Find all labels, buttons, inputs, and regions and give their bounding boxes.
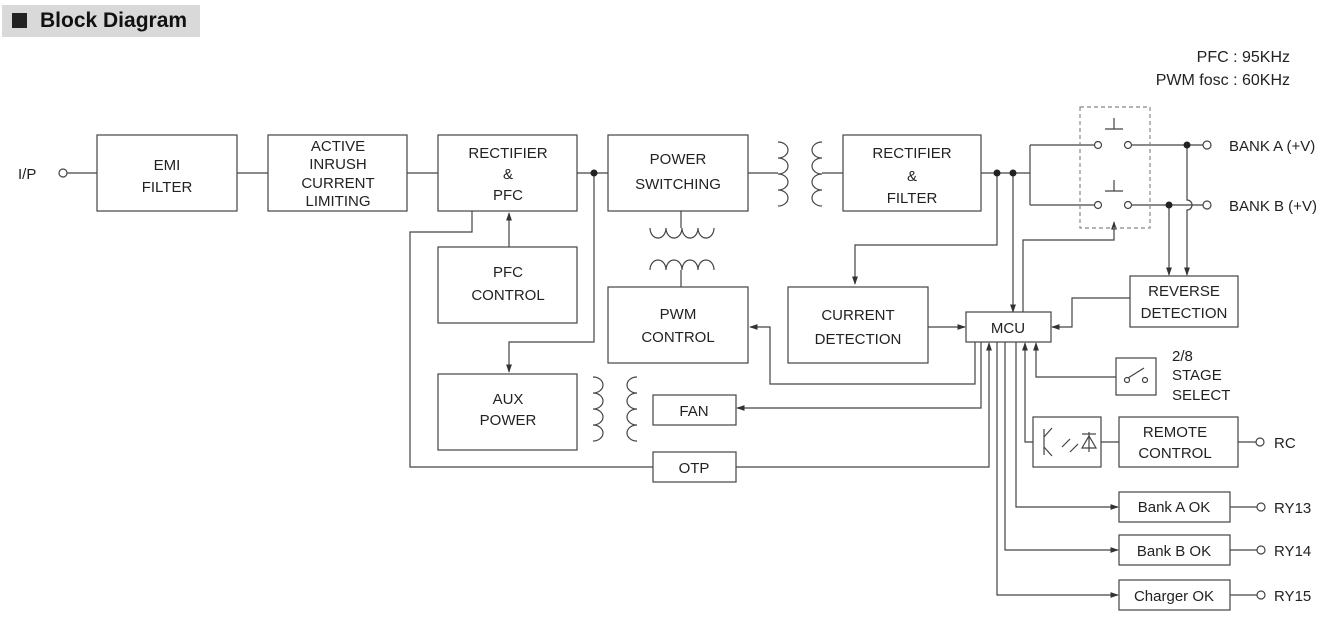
- aux-power-label-2: POWER: [480, 412, 537, 429]
- block-boxes: [96, 134, 1239, 611]
- power-sw-label-1: POWER: [650, 151, 707, 168]
- power-switching-block: [607, 134, 749, 212]
- ry15-terminal: [1256, 590, 1266, 600]
- header-square-icon: [12, 13, 27, 28]
- bank-b-terminal: [1202, 200, 1212, 210]
- current-det-label-1: CURRENT: [821, 307, 894, 324]
- otp-block: [652, 451, 737, 483]
- bank-b-ok-label: Bank B OK: [1137, 543, 1211, 560]
- inrush-label-3: CURRENT: [301, 175, 374, 192]
- ip-terminal: [58, 168, 68, 178]
- pwm-control-label-1: PWM: [660, 306, 697, 323]
- terminals: [58, 140, 1266, 600]
- rect-filter-label-1: RECTIFIER: [872, 145, 951, 162]
- output-switch-enclosure: [1079, 106, 1151, 229]
- junction-dots: [590, 141, 1191, 209]
- mcu-block: [965, 311, 1052, 343]
- reverse-detection-block: [1129, 275, 1239, 328]
- wires: [67, 118, 1257, 598]
- aux-power-label-1: AUX: [493, 391, 524, 408]
- emi-filter-block: [96, 134, 238, 212]
- rect-filter-label-2: &: [907, 168, 917, 185]
- ry15-label: RY15: [1274, 588, 1311, 605]
- stage-select-label-2: STAGE: [1172, 367, 1222, 384]
- rect-pfc-label-3: PFC: [493, 187, 523, 204]
- charger-ok-block: [1118, 579, 1231, 611]
- fan-label: FAN: [679, 403, 708, 420]
- bank-a-terminal: [1202, 140, 1212, 150]
- ry14-label: RY14: [1274, 543, 1311, 560]
- bank-a-ok-block: [1118, 491, 1231, 523]
- ry13-label: RY13: [1274, 500, 1311, 517]
- mcu-label: MCU: [991, 320, 1025, 337]
- pwm-control-block: [607, 286, 749, 364]
- optocoupler-icon: [1043, 427, 1098, 457]
- power-sw-label-2: SWITCHING: [635, 176, 721, 193]
- rect-pfc-label-2: &: [503, 166, 513, 183]
- remote-control-label-1: REMOTE: [1143, 424, 1207, 441]
- bank-b-label: BANK B (+V): [1229, 198, 1317, 215]
- current-det-label-2: DETECTION: [815, 331, 902, 348]
- diagram-header: Block Diagram: [2, 5, 200, 37]
- ry14-terminal: [1256, 545, 1266, 555]
- emi-filter-label-1: EMI: [154, 157, 181, 174]
- pwm-frequency-note: PWM fosc : 60KHz: [1156, 72, 1290, 89]
- stage-select-switch-icon: [1123, 367, 1149, 384]
- inrush-label-2: INRUSH: [309, 156, 367, 173]
- pfc-control-label-2: CONTROL: [471, 287, 544, 304]
- bank-a-label: BANK A (+V): [1229, 138, 1315, 155]
- aux-power-block: [437, 373, 578, 451]
- reverse-det-label-1: REVERSE: [1148, 283, 1220, 300]
- pfc-control-block: [437, 246, 578, 324]
- current-detection-block: [787, 286, 929, 364]
- inrush-label-1: ACTIVE: [311, 138, 365, 155]
- pwm-control-label-2: CONTROL: [641, 329, 714, 346]
- stage-select-label-1: 2/8: [1172, 348, 1193, 365]
- emi-filter-label-2: FILTER: [142, 179, 193, 196]
- remote-control-label-2: CONTROL: [1138, 445, 1211, 462]
- main-transformer-icon: [777, 141, 823, 207]
- reverse-det-label-2: DETECTION: [1141, 305, 1228, 322]
- inrush-label-4: LIMITING: [305, 193, 370, 210]
- stage-select-switch-block: [1115, 357, 1157, 396]
- rc-terminal: [1255, 437, 1265, 447]
- charger-ok-label: Charger OK: [1134, 588, 1214, 605]
- output-switch-contacts: [1093, 140, 1133, 210]
- rect-pfc-label-1: RECTIFIER: [468, 145, 547, 162]
- otp-label: OTP: [679, 460, 710, 477]
- ry13-terminal: [1256, 502, 1266, 512]
- rect-filter-label-3: FILTER: [887, 190, 938, 207]
- stage-select-label-3: SELECT: [1172, 387, 1230, 404]
- pfc-control-label-1: PFC: [493, 264, 523, 281]
- rc-label: RC: [1274, 435, 1296, 452]
- pwm-transformer-icon: [649, 227, 715, 271]
- aux-transformer-icon: [592, 376, 638, 442]
- pfc-frequency-note: PFC : 95KHz: [1197, 49, 1290, 66]
- rectifier-filter-block: [842, 134, 982, 212]
- diagram-title: Block Diagram: [40, 9, 188, 32]
- bank-b-ok-block: [1118, 534, 1231, 566]
- active-inrush-block: [267, 134, 408, 212]
- remote-control-block: [1118, 416, 1239, 468]
- ip-label: I/P: [18, 166, 36, 183]
- rectifier-pfc-block: [437, 134, 578, 212]
- fan-block: [652, 394, 737, 426]
- bank-a-ok-label: Bank A OK: [1138, 499, 1211, 516]
